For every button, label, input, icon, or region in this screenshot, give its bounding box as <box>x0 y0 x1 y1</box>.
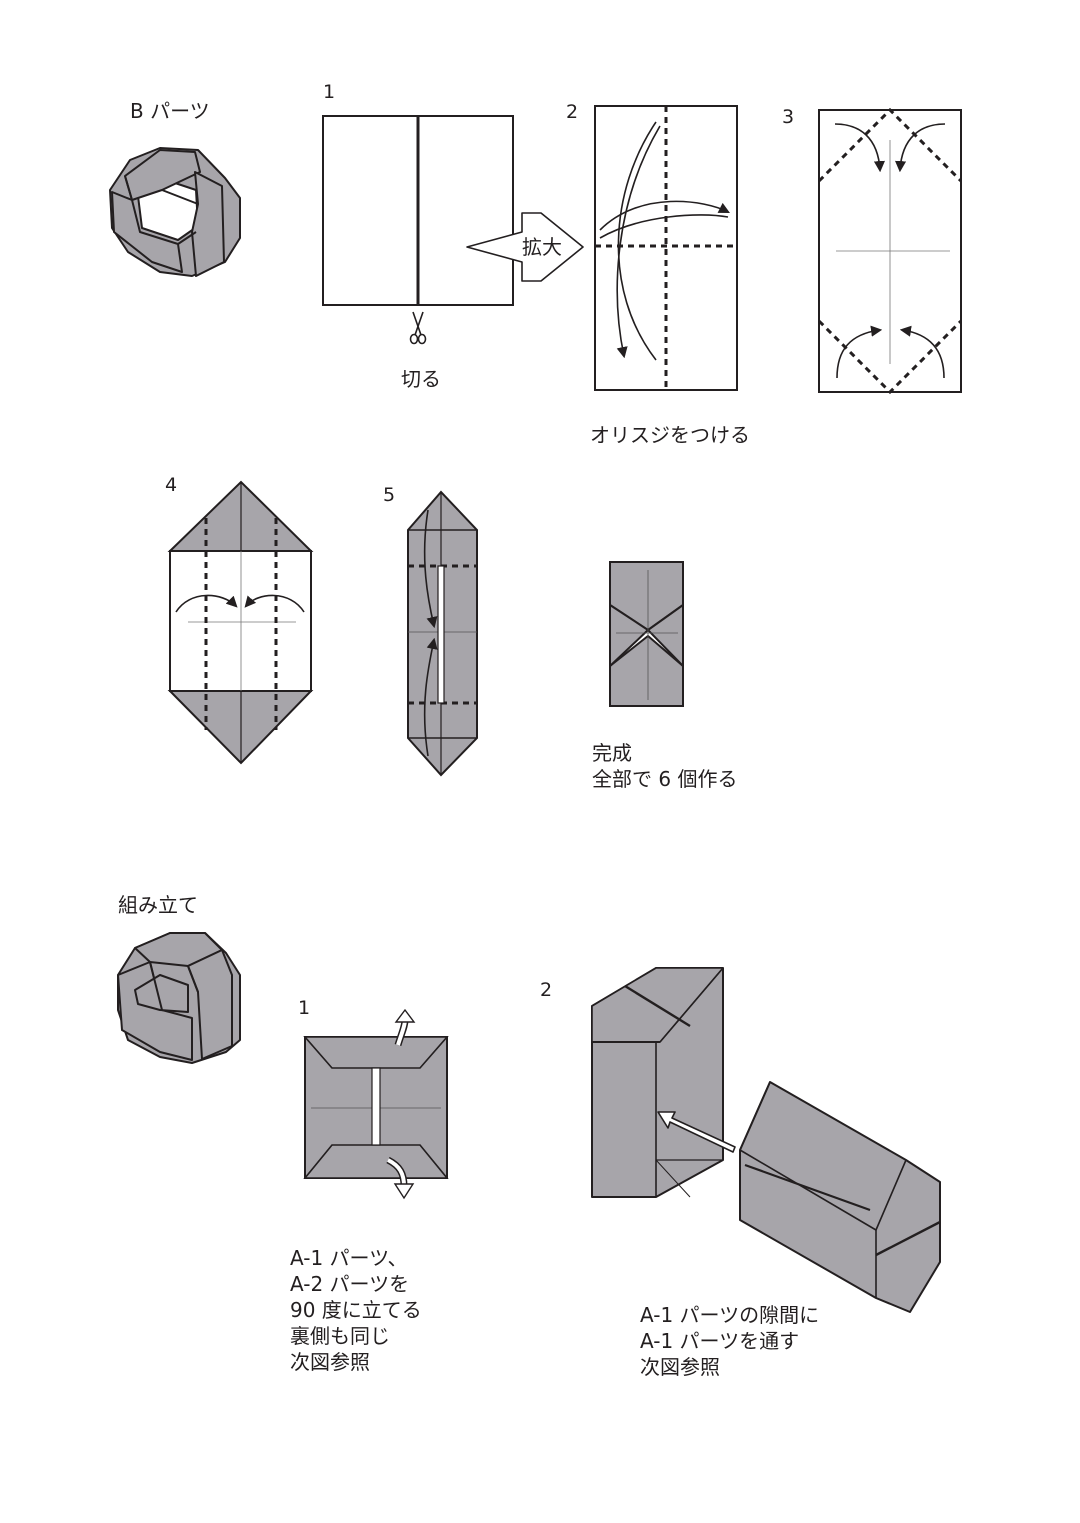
note-line: 90 度に立てる <box>290 1298 422 1322</box>
finished-b-part <box>609 561 684 707</box>
step1-square <box>322 115 514 306</box>
note-line: A-2 パーツを <box>290 1272 410 1296</box>
step4-shape <box>167 480 314 765</box>
finish-line-count: 全部で 6 個作る <box>592 767 738 791</box>
finish-line-complete: 完成 <box>592 741 632 765</box>
note-line: A-1 パーツ、 <box>290 1246 408 1270</box>
step2-number: 2 <box>566 101 579 123</box>
assembly-step1-note: A-1 パーツ、 A-2 パーツを 90 度に立てる 裏側も同じ 次図参照 <box>290 1245 422 1375</box>
scissors-icon <box>409 311 427 345</box>
note-line: 次図参照 <box>640 1355 720 1379</box>
step1-caption: 切る <box>401 367 441 391</box>
note-line: A-1 パーツを通す <box>640 1329 800 1353</box>
note-line: A-1 パーツの隙間に <box>640 1303 820 1327</box>
assembly-cube-illustration <box>117 932 241 1064</box>
zoom-arrow <box>466 212 584 282</box>
step3-number: 3 <box>782 106 795 128</box>
step1-number: 1 <box>323 81 336 103</box>
b-part-title: B パーツ <box>130 99 210 123</box>
assembly-step2-number: 2 <box>540 979 553 1001</box>
step5-shape <box>407 490 478 777</box>
assembly-step1-square <box>303 1008 449 1200</box>
b-part-cube-illustration <box>109 147 241 277</box>
zoom-label: 拡大 <box>522 235 562 259</box>
step4-number: 4 <box>165 474 178 496</box>
note-line: 裏側も同じ <box>290 1324 390 1348</box>
assembly-step2-note: A-1 パーツの隙間に A-1 パーツを通す 次図参照 <box>640 1302 819 1380</box>
assembly-title: 組み立て <box>118 893 198 917</box>
step5-number: 5 <box>383 484 396 506</box>
step3-rectangle <box>817 107 963 395</box>
assembly-step2-illustration <box>591 967 941 1313</box>
step2-rectangle <box>594 105 738 391</box>
crease-caption: オリスジをつける <box>590 423 750 447</box>
note-line: 次図参照 <box>290 1350 370 1374</box>
assembly-step1-number: 1 <box>298 997 311 1019</box>
finish-note: 完成 全部で 6 個作る <box>592 740 737 792</box>
